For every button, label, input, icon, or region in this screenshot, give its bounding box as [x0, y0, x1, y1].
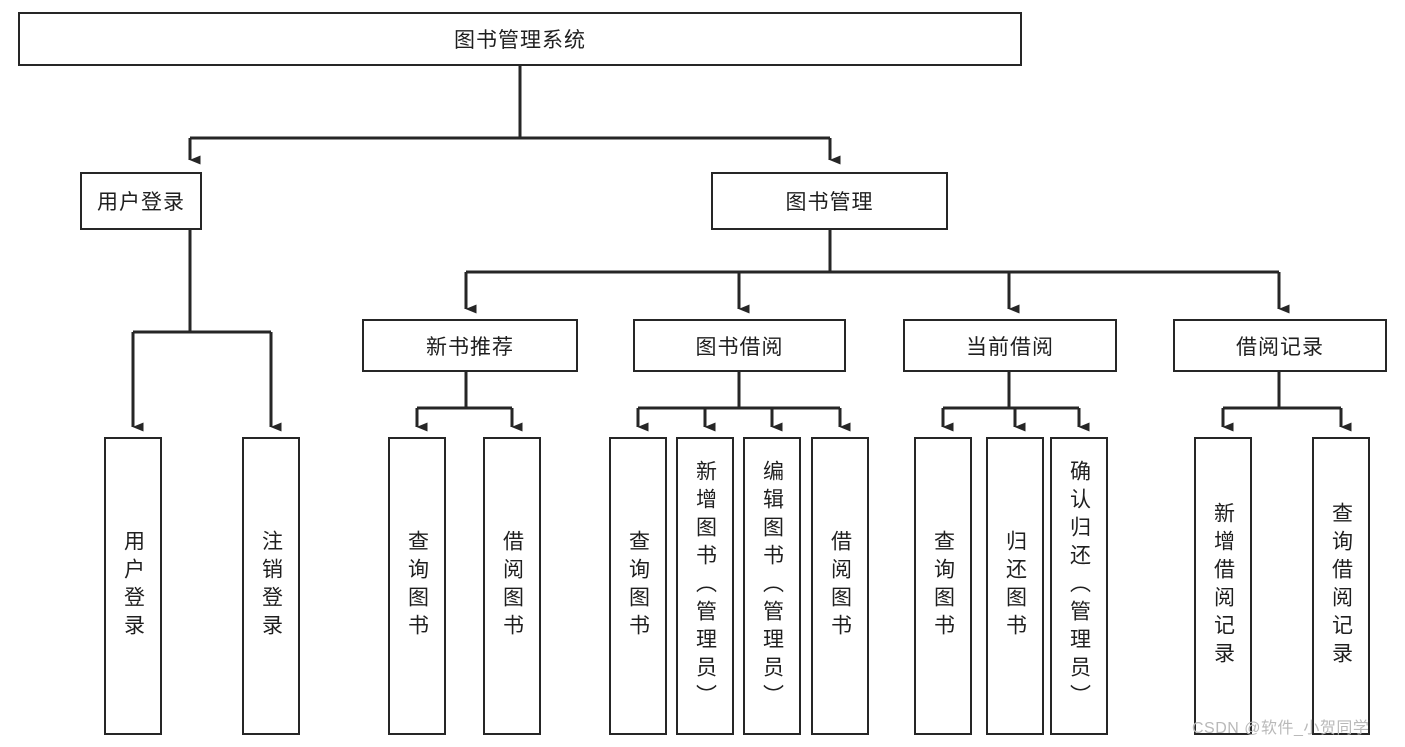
node-leaf-borrow-book-2-label: 借阅图书 [828, 530, 852, 642]
node-leaf-query-record[interactable]: 查询借阅记录 [1312, 437, 1370, 735]
node-leaf-add-record-label: 新增借阅记录 [1211, 502, 1235, 670]
node-leaf-query-book-1[interactable]: 查询图书 [388, 437, 446, 735]
node-leaf-logout-label: 注销登录 [259, 530, 283, 642]
node-borrow-record-label: 借阅记录 [1236, 335, 1324, 359]
node-user-login-label: 用户登录 [97, 191, 185, 214]
watermark: CSDN @软件_小贺同学 [1192, 720, 1370, 737]
node-root-label: 图书管理系统 [454, 29, 586, 52]
node-current-borrow-label: 当前借阅 [966, 335, 1054, 359]
node-leaf-query-book-3[interactable]: 查询图书 [914, 437, 972, 735]
node-leaf-add-book[interactable]: 新增图书（管理员） [676, 437, 734, 735]
node-leaf-edit-book[interactable]: 编辑图书（管理员） [743, 437, 801, 735]
node-current-borrow[interactable]: 当前借阅 [903, 319, 1117, 372]
node-new-book-recommend-label: 新书推荐 [426, 335, 514, 359]
node-leaf-add-book-label: 新增图书（管理员） [693, 460, 717, 712]
node-leaf-return-book-label: 归还图书 [1003, 530, 1027, 642]
node-leaf-query-book-2-label: 查询图书 [626, 530, 650, 642]
node-leaf-add-record[interactable]: 新增借阅记录 [1194, 437, 1252, 735]
node-leaf-query-record-label: 查询借阅记录 [1329, 502, 1353, 670]
node-book-borrow-label: 图书借阅 [695, 335, 784, 359]
node-borrow-record[interactable]: 借阅记录 [1173, 319, 1387, 372]
node-new-book-recommend[interactable]: 新书推荐 [362, 319, 578, 372]
node-book-management-label: 图书管理 [785, 191, 874, 214]
node-user-login[interactable]: 用户登录 [80, 172, 202, 230]
node-root[interactable]: 图书管理系统 [18, 12, 1022, 66]
node-leaf-query-book-1-label: 查询图书 [405, 530, 429, 642]
node-leaf-user-login-label: 用户登录 [121, 530, 145, 642]
node-leaf-confirm-return-label: 确认归还（管理员） [1067, 460, 1091, 712]
node-leaf-confirm-return[interactable]: 确认归还（管理员） [1050, 437, 1108, 735]
node-leaf-borrow-book-2[interactable]: 借阅图书 [811, 437, 869, 735]
node-leaf-return-book[interactable]: 归还图书 [986, 437, 1044, 735]
node-leaf-query-book-2[interactable]: 查询图书 [609, 437, 667, 735]
node-leaf-edit-book-label: 编辑图书（管理员） [760, 460, 784, 712]
node-book-borrow[interactable]: 图书借阅 [633, 319, 846, 372]
node-leaf-logout[interactable]: 注销登录 [242, 437, 300, 735]
node-leaf-borrow-book-1[interactable]: 借阅图书 [483, 437, 541, 735]
node-book-management[interactable]: 图书管理 [711, 172, 948, 230]
node-leaf-borrow-book-1-label: 借阅图书 [500, 530, 524, 642]
node-leaf-query-book-3-label: 查询图书 [931, 530, 955, 642]
node-leaf-user-login[interactable]: 用户登录 [104, 437, 162, 735]
